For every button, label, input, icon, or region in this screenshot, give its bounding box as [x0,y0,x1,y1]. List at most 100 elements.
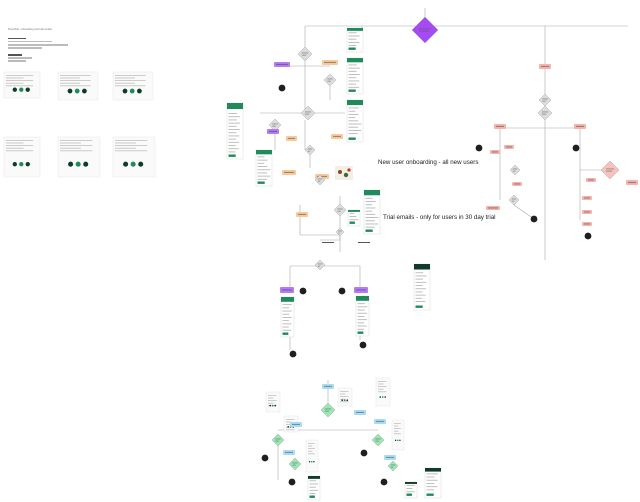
action-node-text [386,456,394,458]
end-node-bottom-2[interactable] [288,478,296,486]
end-node-mid-1[interactable] [338,287,346,295]
email-screen-text [228,151,236,153]
bottom-card-1[interactable] [265,391,281,413]
action-pink-8[interactable] [586,178,596,182]
action-purple-1[interactable] [274,62,290,67]
decision-green-5[interactable] [387,460,399,472]
action-blue-5[interactable] [354,410,366,415]
decision-green-3[interactable] [288,457,302,471]
action-pink-10[interactable] [582,210,592,214]
end-node-right-4[interactable] [584,232,592,240]
email-screen-text [282,317,292,318]
end-node-mid-2[interactable] [299,287,307,295]
doc-card-graphic [19,87,24,92]
action-pink-top[interactable] [539,64,551,69]
start-decision[interactable] [411,16,439,44]
doc-card-text [340,398,346,400]
action-purple-2[interactable] [267,129,279,134]
decision-green-2[interactable] [271,433,285,447]
action-blue-4[interactable] [374,419,386,424]
action-pink-3[interactable] [504,145,514,149]
action-purple-3[interactable] [280,287,294,293]
onboarding-screen-mid[interactable] [255,149,273,187]
connector-line [513,204,535,220]
email-screen-header [364,190,380,196]
action-pink-6[interactable] [486,206,500,210]
end-node-bottom-1[interactable] [261,454,269,462]
action-orange-3[interactable] [331,134,343,139]
illustration-food-item [347,168,351,172]
illustration-food-item [343,172,349,178]
decision-text [605,170,613,172]
end-node-bottom-3[interactable] [360,449,368,457]
decision-right-top[interactable] [538,93,552,107]
bottom-card-5[interactable] [391,419,405,451]
action-orange-6[interactable] [296,212,308,217]
end-node-right-1[interactable] [475,144,483,152]
doc-thumbnail-1[interactable] [3,71,41,99]
decision-trial-1[interactable] [333,203,347,217]
doc-card-graphic [313,461,315,463]
decision-right-2[interactable] [537,105,553,121]
decision-mid-1[interactable] [314,259,326,271]
end-node-1[interactable] [278,84,286,92]
action-pink-11[interactable] [582,222,592,226]
end-node-right-3[interactable] [530,215,538,223]
decision-right-4[interactable] [508,194,520,206]
bottom-card-3[interactable] [305,439,319,473]
doc-card-graphic [269,404,272,407]
action-pink-5[interactable] [512,182,522,186]
onboarding-screen-left[interactable] [226,102,244,160]
decision-right-3[interactable] [509,164,521,176]
doc-card-text [6,85,34,87]
decision-green-1[interactable] [320,402,336,418]
decision-5[interactable] [304,144,316,156]
action-purple-4[interactable] [354,287,368,293]
decision-trial-2[interactable] [335,227,345,237]
doc-thumbnail-6[interactable] [112,136,156,178]
decision-text [390,466,394,468]
action-blue-2[interactable] [290,422,302,427]
email-screen-text [348,129,362,131]
doc-card-text [268,400,277,401]
decision-2[interactable] [323,73,337,87]
end-node-mid-4[interactable] [359,341,367,349]
email-screen-text [348,83,356,85]
action-pink-1[interactable] [494,124,506,129]
decision-right-big[interactable] [600,160,620,180]
doc-thumbnail-4[interactable] [3,136,41,178]
decision-top-left[interactable] [297,46,313,62]
doc-card-text [308,443,315,444]
doc-card-graphic [343,399,346,402]
action-blue-1[interactable] [322,384,334,389]
end-node-right-2[interactable] [572,144,580,152]
email-screen-text [348,38,357,40]
action-blue-6[interactable] [384,455,396,460]
decision-6[interactable] [314,174,326,186]
action-pink-4[interactable] [490,150,500,154]
decision-text [304,113,310,115]
onboarding-screen-2[interactable] [346,57,364,95]
email-screen-text [348,64,357,66]
action-blue-3[interactable] [283,450,295,455]
email-screen-text [406,491,415,493]
action-node-text [356,289,366,291]
end-node-bottom-4[interactable] [380,478,388,486]
action-pink-2[interactable] [574,124,586,129]
end-node-mid-3[interactable] [289,350,297,358]
action-node-text [492,151,498,153]
decision-3[interactable] [300,105,316,121]
action-pink-7[interactable] [626,180,638,185]
email-screen-text [349,216,357,217]
mid-screen-dark[interactable] [413,263,431,311]
action-pink-9[interactable] [582,196,592,200]
action-orange-4[interactable] [282,170,296,175]
email-screen-text [415,285,423,286]
decision-green-4[interactable] [371,433,385,447]
email-screen-text [348,113,359,115]
action-orange-2[interactable] [286,136,297,141]
action-orange-1[interactable] [322,60,338,65]
doc-thumbnail-5[interactable] [57,136,101,178]
decision-text [337,210,341,212]
